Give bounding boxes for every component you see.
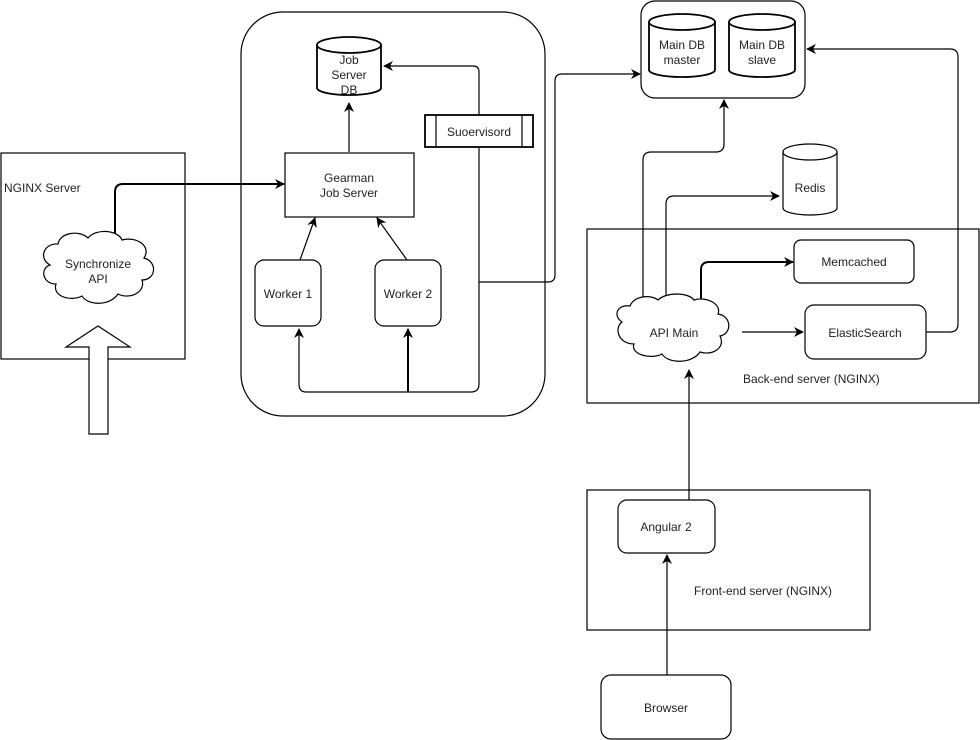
worker2-node[interactable]: Worker 2 (374, 259, 442, 327)
edge-supervisord-to-jobdb (383, 61, 480, 114)
edge-supervisord-to-workers (294, 148, 480, 393)
synchronize-api-label-1: Synchronize (65, 257, 131, 271)
synchronize-api-label-2: API (88, 272, 107, 286)
synchronize-api-node[interactable]: Synchronize API (42, 230, 155, 304)
main-db-slave-label-2: slave (748, 53, 776, 67)
external-input-arrow (63, 325, 133, 435)
edge-sync-to-gearman (114, 179, 285, 242)
nginx-server-label: NGINX Server (4, 181, 81, 195)
worker1-label: Worker 1 (264, 287, 313, 301)
frontend-server-label: Front-end server (NGINX) (694, 584, 832, 598)
main-db-slave-node[interactable]: Main DB slave (728, 13, 796, 78)
main-db-master-label-1: Main DB (659, 38, 705, 52)
angular2-label: Angular 2 (640, 520, 692, 534)
edge-api-to-memcached (700, 257, 794, 308)
elasticsearch-node[interactable]: ElasticSearch (804, 304, 927, 360)
memcached-label: Memcached (821, 255, 886, 269)
api-main-label: API Main (650, 326, 699, 340)
angular2-node[interactable]: Angular 2 (617, 499, 716, 554)
edge-worker2-to-gearman (376, 217, 408, 261)
elasticsearch-label: ElasticSearch (828, 326, 901, 340)
job-server-db-node[interactable]: Job Server DB (316, 36, 382, 97)
edge-worker1-to-gearman (299, 217, 317, 261)
nginx-server-container[interactable]: NGINX Server (0, 152, 186, 360)
gearman-label-1: Gearman (324, 171, 374, 185)
job-server-db-label-1: Job (339, 53, 359, 67)
worker1-node[interactable]: Worker 1 (254, 259, 322, 327)
main-db-master-label-2: master (664, 53, 701, 67)
browser-node[interactable]: Browser (600, 674, 732, 740)
redis-node[interactable]: Redis (782, 143, 838, 216)
redis-label: Redis (795, 181, 826, 195)
api-main-node[interactable]: API Main (616, 293, 730, 362)
edge-gearman-to-maindb (479, 69, 641, 283)
edge-api-to-maindb (642, 99, 729, 313)
memcached-node[interactable]: Memcached (793, 239, 915, 284)
gearman-label-2: Job Server (320, 186, 378, 200)
job-server-db-label-2: Server (331, 68, 366, 82)
supervisord-label: Suoervisord (447, 125, 511, 139)
main-db-master-node[interactable]: Main DB master (648, 13, 716, 78)
worker2-label: Worker 2 (384, 287, 433, 301)
backend-server-label: Back-end server (NGINX) (743, 372, 880, 386)
browser-label: Browser (644, 701, 688, 715)
main-db-slave-label-1: Main DB (739, 38, 785, 52)
job-server-db-label-3: DB (341, 83, 358, 97)
edge-elasticsearch-to-maindb (806, 44, 959, 333)
edge-api-to-redis (665, 191, 780, 302)
supervisord-node[interactable]: Suoervisord (424, 114, 534, 148)
gearman-job-server-node[interactable]: Gearman Job Server (284, 152, 415, 218)
